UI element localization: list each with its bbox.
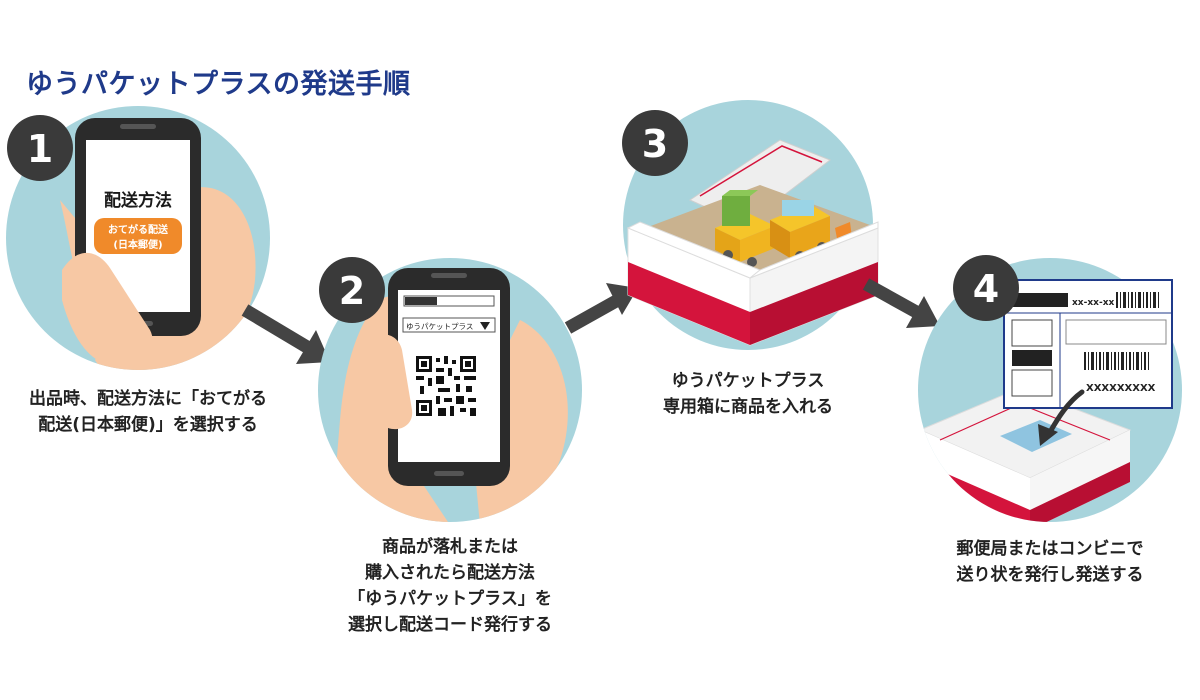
step-1-option-pill [94,218,182,254]
step-2-dropdown-arrow [480,322,490,330]
step-4-caption: 郵便局またはコンビニで 送り状を発行し発送する [924,536,1176,588]
step-2-dropdown [402,317,496,333]
step-3-caption-line: 専用箱に商品を入れる [663,397,833,417]
step-3-toy-trucks [715,190,852,267]
step-4-label-tracking: XXXXXXXXX [1086,383,1156,394]
step-3-badge: 3 [622,110,688,176]
step-4-badge: 4 [953,255,1019,321]
step-2-caption-line: 「ゆうパケットプラス」を [348,589,552,609]
step-2-progress-bar [403,295,495,307]
step-4-curved-arrow [1038,389,1085,446]
step-2-number: 2 [339,269,365,313]
step-4-barcode-main [1084,352,1149,370]
step-3-number: 3 [642,122,668,166]
step-1-badge: 1 [7,115,73,181]
step-4-barcode-top [1116,292,1159,308]
step-2-phone: ゆうパケットプラス [388,268,510,486]
step-3-caption: ゆうパケットプラス 専用箱に商品を入れる [630,368,866,420]
step-4-caption-line: 送り状を発行し発送する [956,565,1144,585]
step-2-caption-line: 購入されたら配送方法 [365,563,535,583]
step-3-caption-line: ゆうパケットプラス [671,371,825,391]
step-3-box [626,139,879,346]
arrow-step-1-to-2 [241,304,330,364]
page-title: ゆうパケットプラスの発送手順 [26,69,411,100]
step-2-badge: 2 [319,257,385,323]
step-2-caption-line: 商品が落札または [382,537,518,557]
step-1-number: 1 [27,127,53,171]
step-1-option-line1: おてがる配送 [108,223,169,236]
arrow-step-3-to-4 [862,278,940,328]
step-2-illustration: ゆうパケットプラス 2 [318,257,582,522]
step-1-caption-line: 出品時、配送方法に「おてがる [29,389,267,409]
step-1-illustration: 配送方法 おてがる配送 (日本郵便) 1 [6,106,270,370]
step-2-dropdown-label: ゆうパケットプラス [406,322,473,331]
step-2-caption-line: 選択し配送コード発行する [348,615,552,635]
step-4-shipping-label: xx-xx-xx XXXXXXXXX [1003,279,1173,409]
step-2-qr-code [416,356,476,416]
step-3-illustration: 3 [622,100,879,350]
step-4-number: 4 [973,267,999,311]
step-1-option-line2: (日本郵便) [113,238,162,251]
step-1-screen-title: 配送方法 [104,190,172,211]
step-1-caption-line: 配送(日本郵便)」を選択する [38,415,258,435]
step-1-caption: 出品時、配送方法に「おてがる 配送(日本郵便)」を選択する [14,386,282,438]
step-4-caption-line: 郵便局またはコンビニで [956,539,1144,559]
step-4-label-code: xx-xx-xx [1072,298,1114,308]
step-2-caption: 商品が落札または 購入されたら配送方法 「ゆうパケットプラス」を 選択し配送コー… [320,534,580,638]
step-1-thumb [62,252,153,366]
step-4-illustration: xx-xx-xx XXXXXXXXX [918,255,1182,522]
